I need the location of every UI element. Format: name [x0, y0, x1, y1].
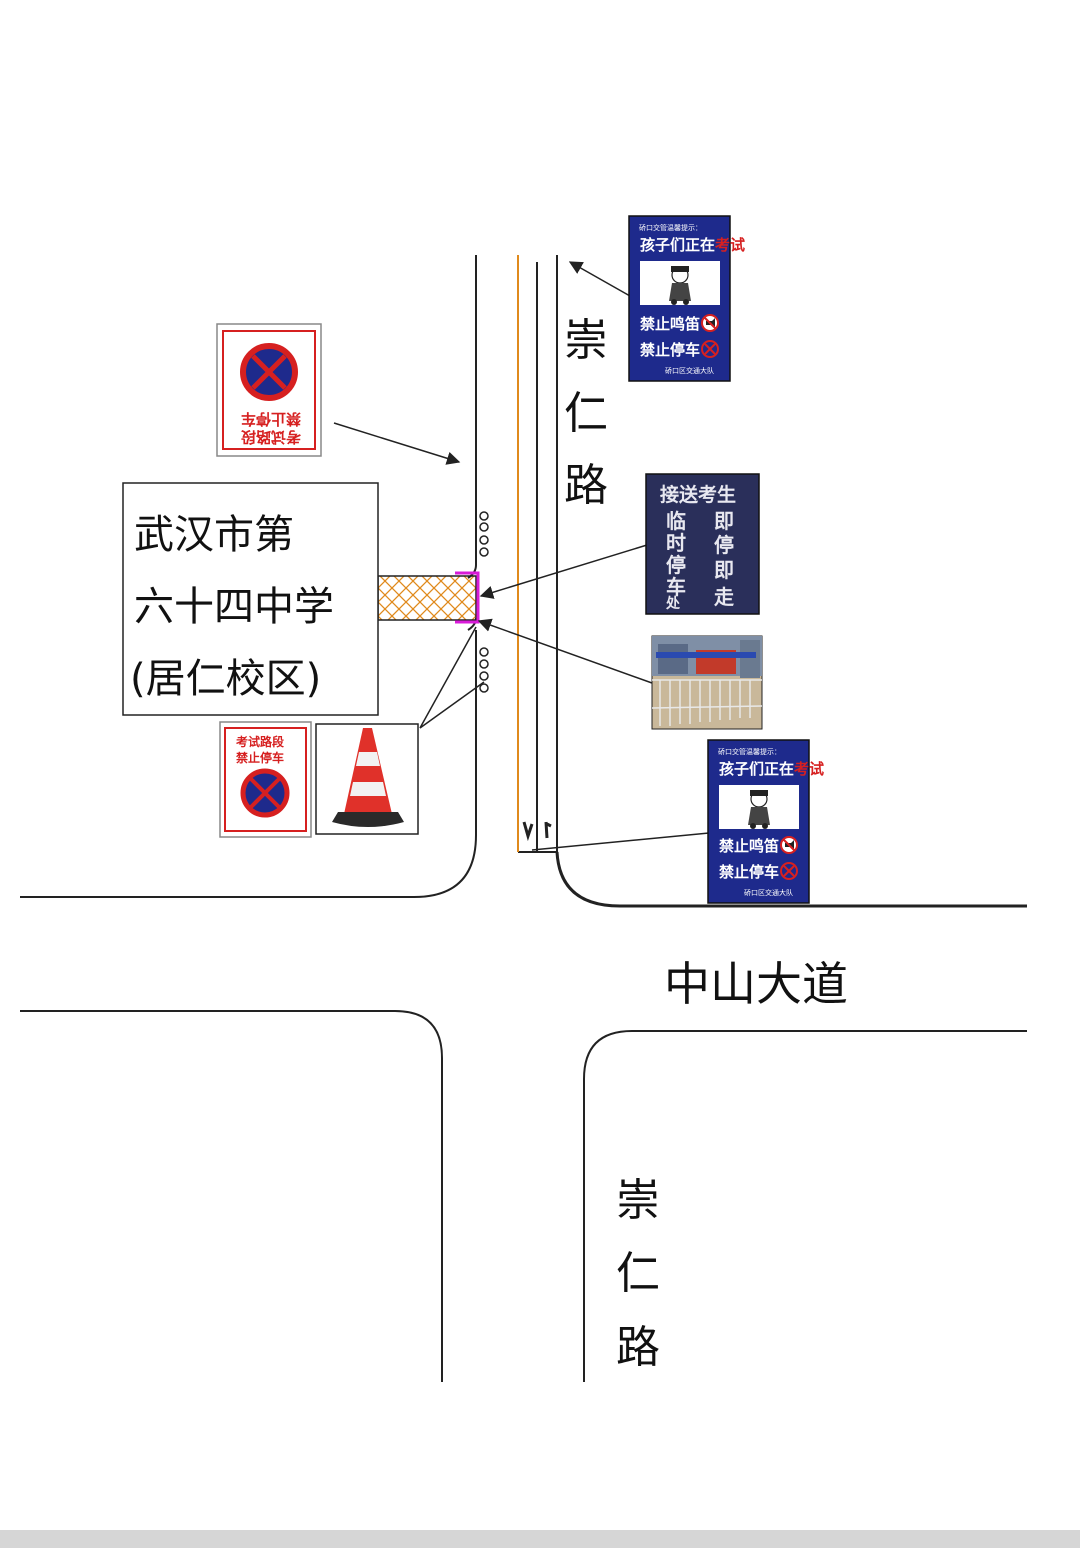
school-line-3: (居仁校区): [130, 656, 321, 702]
road-char: 路: [616, 1322, 660, 1373]
no-parking-icon: [240, 343, 298, 401]
sign-line1: 禁止鸣笛: [719, 837, 779, 855]
zhongshan-south-east: [583, 1030, 1027, 1382]
chongren-north-west-curb: [467, 255, 477, 579]
cone-marker: [479, 522, 489, 532]
school-gate-area: [377, 575, 477, 621]
cone-markers: [479, 511, 489, 693]
svg-text:孩子们正在考试: 孩子们正在考试: [640, 236, 745, 254]
no-parking-icon: [780, 862, 798, 880]
road-char: 仁: [564, 388, 608, 439]
pickup-char: 处: [665, 595, 681, 612]
cone-marker: [479, 547, 489, 557]
sign-title-highlight: 考试: [715, 236, 745, 254]
leader-cone-1: [419, 626, 477, 729]
sign-line2: 禁止停车: [719, 863, 779, 881]
sign-text-line: 考试路段: [236, 734, 285, 749]
pickup-char: 停: [666, 553, 686, 577]
arrow-pickup: [479, 544, 648, 599]
cone-marker: [479, 683, 489, 693]
leader-exam-bottom: [531, 832, 710, 851]
sign-pickup: 接送考生 临 时 停 车 处 即 停 即 走: [645, 473, 760, 615]
sign-no-parking-mirrored: 考试路段 禁止停车: [216, 323, 322, 457]
road-char: 仁: [616, 1248, 660, 1299]
pickup-char: 停: [714, 533, 734, 557]
school-line-2: 六十四中学: [134, 584, 334, 630]
zhongshan-south-west: [20, 1010, 443, 1382]
gate-boundary: [455, 571, 480, 624]
no-parking-icon: [240, 768, 290, 818]
police-icon: [669, 266, 691, 305]
pickup-char: 走: [714, 585, 734, 609]
school-line-1: 武汉市第: [134, 512, 294, 558]
zhongshan-label: 中山大道: [664, 957, 848, 1011]
sign-title: 孩子们正在: [640, 236, 715, 254]
arrow-barrier: [477, 618, 653, 684]
traffic-cone-icon: [315, 723, 419, 835]
barrier-fence-icon: [651, 635, 763, 730]
sign-line1: 禁止鸣笛: [640, 315, 700, 333]
pickup-char: 临: [666, 509, 686, 533]
sign-text-line: 考试路段: [241, 428, 301, 446]
pickup-char: 时: [666, 531, 686, 555]
sign-exam-bottom: 硚口交管温馨提示： 孩子们正在考试 禁止鸣笛 禁止停车 硚口区交通大队: [707, 739, 824, 904]
sign-line2: 禁止停车: [640, 341, 700, 359]
sign-no-parking: 考试路段 禁止停车: [219, 721, 312, 838]
arrow-exam-top: [568, 261, 631, 297]
leader-lines: [333, 261, 710, 851]
sign-footer: 硚口区交通大队: [744, 888, 793, 897]
pickup-char: 车: [666, 575, 686, 599]
cone-marker: [479, 511, 489, 521]
no-parking-icon: [701, 340, 719, 358]
no-horn-icon: [701, 314, 719, 332]
school-box: 武汉市第 六十四中学 (居仁校区): [122, 482, 379, 716]
bottom-bar: [0, 1530, 1080, 1548]
leader-cone-2: [419, 681, 485, 729]
cone-marker: [479, 535, 489, 545]
cone-marker: [479, 659, 489, 669]
sign-text-line: 禁止停车: [236, 750, 284, 765]
sign-title-highlight: 考试: [794, 760, 824, 778]
pickup-top: 接送考生: [660, 483, 736, 506]
chongren-south-label: 崇 仁 路: [616, 1175, 660, 1373]
cone-marker: [479, 647, 489, 657]
no-horn-icon: [780, 836, 798, 854]
road-char: 崇: [564, 315, 608, 366]
chongren-north-east-curb: [555, 851, 1027, 908]
police-icon: [748, 790, 770, 829]
sign-exam-top: 硚口交管温馨提示： 孩子们正在考试 禁止鸣笛 禁止停车 硚口区交通大队: [628, 215, 745, 382]
sign-title: 孩子们正在: [719, 760, 794, 778]
road-edges: [20, 255, 1027, 1382]
road-char: 路: [564, 460, 608, 511]
arrow-no-parking-mirrored: [333, 422, 461, 465]
pickup-char: 即: [714, 558, 734, 582]
chongren-north-label: 崇 仁 路: [564, 315, 608, 511]
chongren-north-west-curb-south: [20, 630, 477, 898]
pickup-char: 即: [714, 509, 734, 533]
sign-header: 硚口交管温馨提示：: [639, 223, 702, 232]
cone-marker: [479, 671, 489, 681]
sign-header: 硚口交管温馨提示：: [718, 747, 781, 756]
svg-text:孩子们正在考试: 孩子们正在考试: [719, 760, 824, 778]
sign-footer: 硚口区交通大队: [665, 366, 714, 375]
road-char: 崇: [616, 1175, 660, 1226]
lane-arrows: [522, 821, 552, 842]
sign-text-line: 禁止停车: [241, 410, 301, 428]
